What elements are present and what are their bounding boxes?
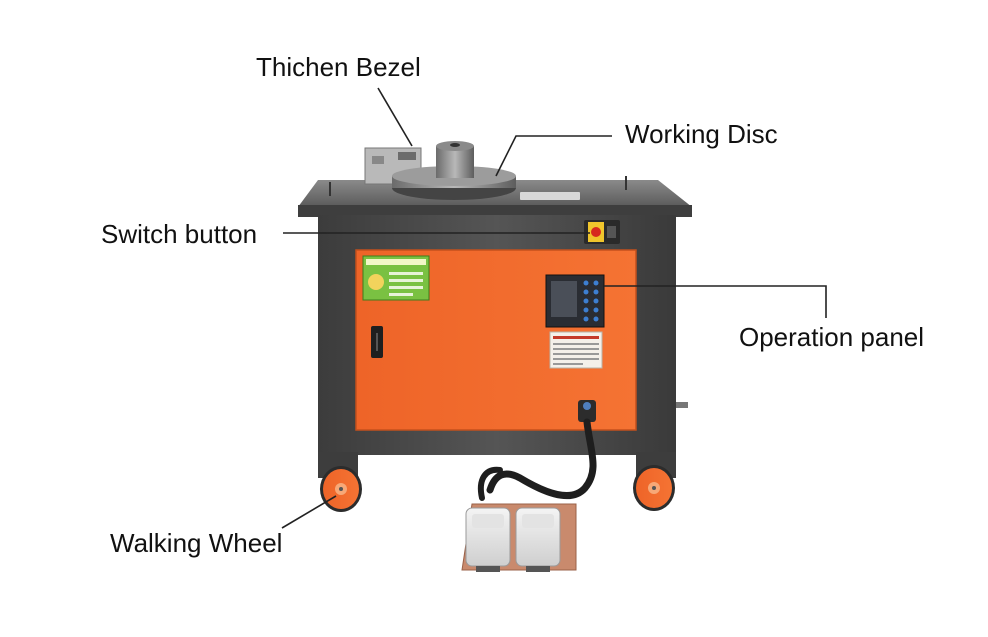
- label-thichen-bezel: Thichen Bezel: [256, 52, 421, 82]
- operation-panel: [545, 274, 605, 328]
- foot-pedal: [461, 503, 577, 572]
- leader-walking-wheel: [281, 495, 337, 529]
- certificate-sticker: [362, 255, 430, 301]
- label-switch-button: Switch button: [101, 219, 258, 249]
- switch-button: [584, 220, 620, 244]
- leader-lines: [281, 87, 827, 529]
- working-disc: [392, 141, 516, 200]
- instruction-sticker: [549, 331, 603, 369]
- leader-thichen-bezel: [377, 87, 413, 147]
- label-walking-wheel: Walking Wheel: [110, 528, 283, 558]
- pedal-cable: [478, 400, 597, 501]
- label-operation-panel: Operation panel: [739, 322, 925, 352]
- walking-wheel-right: [633, 465, 675, 511]
- leader-working-disc: [495, 135, 612, 177]
- leader-operation-panel: [604, 285, 827, 318]
- walking-wheel-left: [320, 466, 362, 512]
- label-working-disc: Working Disc: [625, 119, 778, 149]
